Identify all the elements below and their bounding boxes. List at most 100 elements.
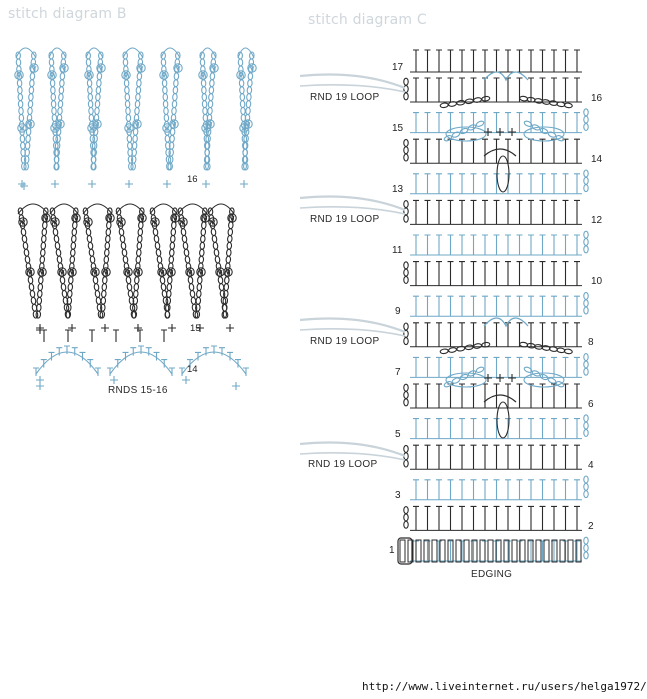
- chain-stitch: [38, 276, 44, 285]
- rnd-19-loop-label-2: RND 19 LOOP: [310, 214, 379, 225]
- chain-stitch: [166, 289, 172, 298]
- double-crochet-post: [161, 329, 167, 342]
- chain-stitch: [153, 234, 160, 243]
- fan-arc: [109, 351, 173, 375]
- treble-cluster-mark: [85, 219, 91, 226]
- blue-double-crochet: [539, 173, 546, 194]
- single-crochet-mark: [232, 382, 240, 390]
- chain-stitch: [204, 141, 211, 150]
- single-crochet-mark: [484, 128, 492, 136]
- fan-stitch: [169, 367, 175, 376]
- chain-stitch: [187, 276, 194, 285]
- blue-double-crochet: [470, 295, 477, 317]
- treble-cluster-mark: [247, 63, 257, 73]
- blue-double-crochet: [493, 234, 500, 255]
- dark-double-crochet: [516, 138, 523, 164]
- dark-double-crochet: [493, 49, 500, 72]
- chain-stitch: [41, 234, 47, 243]
- dark-double-crochet: [493, 199, 500, 225]
- motif-chain: [563, 348, 573, 355]
- edging-stitch: [567, 539, 574, 563]
- chain-stitch: [39, 255, 46, 264]
- chain-stitch: [88, 106, 94, 116]
- chain-stitch: [172, 86, 179, 95]
- blue-double-crochet: [447, 356, 454, 378]
- dark-double-crochet: [516, 505, 523, 531]
- chain-loop-top: [199, 47, 217, 59]
- fan-stitch: [211, 345, 217, 354]
- treble-cluster-mark: [27, 269, 33, 276]
- chain-stitch: [207, 106, 213, 116]
- blue-double-crochet: [574, 234, 580, 255]
- chain-stitch: [122, 255, 129, 264]
- chain-stitch: [135, 255, 142, 264]
- dark-double-crochet: [528, 138, 534, 164]
- chain-stitch: [96, 72, 103, 81]
- treble-cluster-mark: [118, 219, 124, 226]
- dark-double-crochet: [505, 77, 511, 102]
- dark-double-crochet: [574, 322, 580, 347]
- treble-cluster-mark: [67, 267, 77, 277]
- dark-double-crochet: [482, 77, 488, 102]
- blue-double-crochet: [447, 418, 454, 439]
- blue-double-crochet: [447, 479, 454, 500]
- chain-stitch: [127, 141, 133, 150]
- chain-stitch: [65, 310, 72, 319]
- dark-double-crochet: [470, 261, 477, 286]
- blue-double-crochet: [470, 356, 477, 378]
- double-crochet-post: [41, 329, 47, 342]
- treble-cluster-mark: [124, 123, 134, 133]
- chain-stitch: [122, 58, 129, 67]
- fan-stitch: [195, 351, 201, 361]
- blue-double-crochet: [436, 295, 442, 317]
- treble-cluster-mark: [61, 65, 67, 72]
- chain-stitch: [16, 79, 23, 88]
- dark-double-crochet: [562, 322, 569, 347]
- edging-stitch: [487, 539, 494, 563]
- dark-double-crochet: [562, 383, 569, 408]
- chain-stitch: [173, 79, 179, 88]
- dark-double-crochet: [436, 505, 442, 531]
- treble-cluster-mark: [52, 125, 58, 132]
- chain-stitch: [66, 296, 73, 305]
- dark-double-crochet: [539, 77, 546, 102]
- chain-stitch: [164, 310, 171, 319]
- blue-double-crochet: [436, 173, 442, 194]
- treble-cluster-mark: [150, 217, 160, 227]
- dark-double-crochet: [505, 261, 511, 286]
- chain-stitch: [89, 255, 96, 264]
- treble-cluster-mark: [50, 217, 60, 227]
- chain-stitch: [50, 86, 56, 95]
- edging-end: [397, 537, 413, 565]
- chain-stitch: [170, 234, 176, 243]
- treble-cluster-mark: [37, 267, 47, 277]
- chain-stitch: [180, 228, 187, 237]
- motif-petal: [445, 372, 487, 388]
- blue-double-crochet: [493, 295, 500, 317]
- treble-cluster-mark: [57, 267, 67, 277]
- chain-stitch: [124, 100, 131, 109]
- dark-double-crochet: [459, 138, 465, 164]
- chain-stitch: [168, 141, 175, 150]
- motif-chain: [459, 373, 469, 381]
- treble-cluster-mark: [47, 70, 57, 80]
- chain-stitch: [170, 228, 177, 237]
- dark-double-crochet: [447, 77, 454, 102]
- chain-stitch: [227, 234, 233, 243]
- chain-stitch: [246, 86, 253, 95]
- dark-double-crochet: [470, 322, 477, 347]
- chain-stitch: [119, 234, 126, 243]
- treble-cluster-mark: [208, 217, 218, 227]
- blue-double-crochet: [482, 356, 488, 378]
- chain-stitch: [226, 241, 233, 250]
- chain-stitch: [21, 162, 27, 171]
- blue-double-crochet: [424, 479, 431, 500]
- dark-double-crochet: [528, 49, 534, 72]
- treble-cluster-mark: [138, 65, 144, 72]
- motif-chain: [475, 366, 485, 373]
- chain-stitch: [50, 100, 57, 109]
- turning-chain: [403, 138, 409, 147]
- turning-chain: [583, 360, 589, 369]
- turning-chain: [583, 482, 589, 491]
- treble-cluster-mark: [57, 121, 63, 128]
